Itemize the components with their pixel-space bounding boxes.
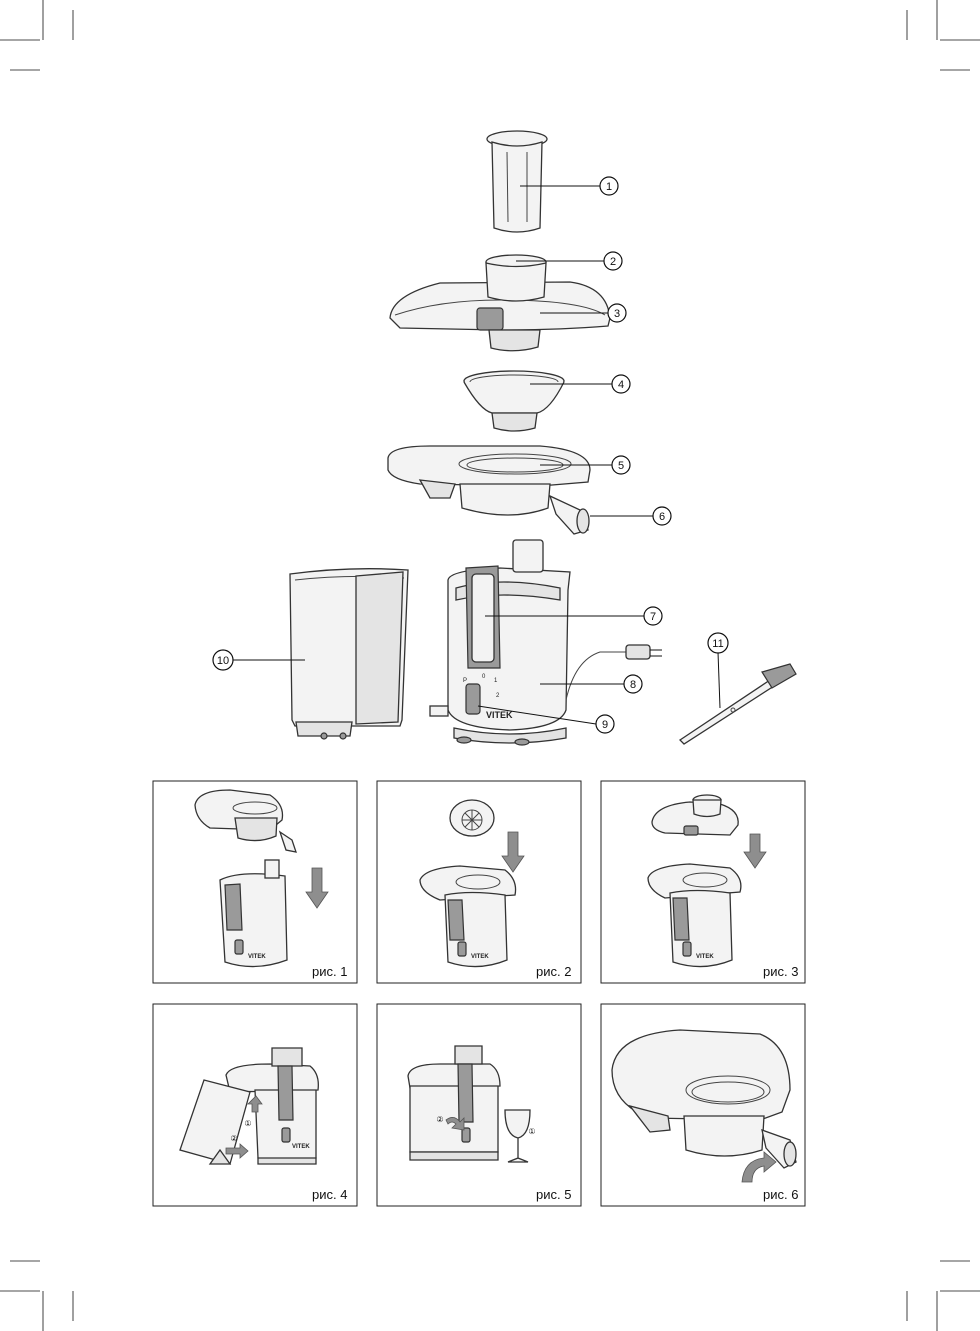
figure-5-caption: рис. 5 — [536, 1187, 571, 1202]
switch-mark-2: 2 — [496, 693, 500, 699]
figure-6-caption: рис. 6 — [763, 1187, 798, 1202]
filter-part — [463, 370, 565, 432]
figure-2-caption: рис. 2 — [536, 964, 571, 979]
pusher-part — [486, 130, 548, 233]
fig1-logo: VITEK — [248, 954, 266, 960]
callout-8: 8 — [630, 679, 636, 691]
callout-7: 7 — [650, 611, 656, 623]
fig4-step-1: ① — [244, 1119, 251, 1128]
figure-1-caption: рис. 1 — [312, 964, 347, 979]
fig5-step-2: ② — [436, 1115, 443, 1124]
lid-part — [389, 254, 611, 352]
brand-logo: VITEK — [486, 710, 513, 720]
figure-1: VITEK рис. 1 — [152, 780, 358, 984]
fig4-logo: VITEK — [292, 1144, 310, 1150]
callout-11: 11 — [712, 638, 723, 650]
figure-6: рис. 6 — [600, 1003, 806, 1207]
figure-2: VITEK рис. 2 — [376, 780, 582, 984]
figure-5: ② ① рис. 5 — [376, 1003, 582, 1207]
brush-part — [678, 663, 797, 745]
figure-4: VITEK ① ② рис. 4 — [152, 1003, 358, 1207]
switch-mark-p: P — [463, 678, 467, 684]
motor-base-part: P 0 1 2 VITEK — [429, 539, 662, 746]
separator-part — [387, 445, 591, 535]
pulp-container-part — [289, 568, 409, 740]
exploded-diagram: P 0 1 2 VITEK 1 2 3 — [212, 130, 797, 746]
callout-10: 10 — [217, 655, 229, 667]
fig4-step-2: ② — [230, 1134, 237, 1143]
fig5-step-1: ① — [528, 1127, 535, 1136]
figure-3: VITEK рис. 3 — [600, 780, 806, 984]
callout-5: 5 — [618, 460, 624, 472]
switch-mark-1: 1 — [494, 678, 498, 684]
callout-4: 4 — [618, 379, 624, 391]
callout-3: 3 — [614, 308, 620, 320]
callout-1: 1 — [606, 181, 612, 193]
fig3-logo: VITEK — [696, 954, 714, 960]
figure-3-caption: рис. 3 — [763, 964, 798, 979]
callouts: 1 2 3 4 5 6 7 8 9 — [212, 176, 729, 734]
callout-9: 9 — [602, 719, 608, 731]
callout-2: 2 — [610, 256, 616, 268]
fig2-logo: VITEK — [471, 954, 489, 960]
switch-mark-0: 0 — [482, 674, 486, 680]
callout-6: 6 — [659, 511, 665, 523]
figure-4-caption: рис. 4 — [312, 1187, 347, 1202]
